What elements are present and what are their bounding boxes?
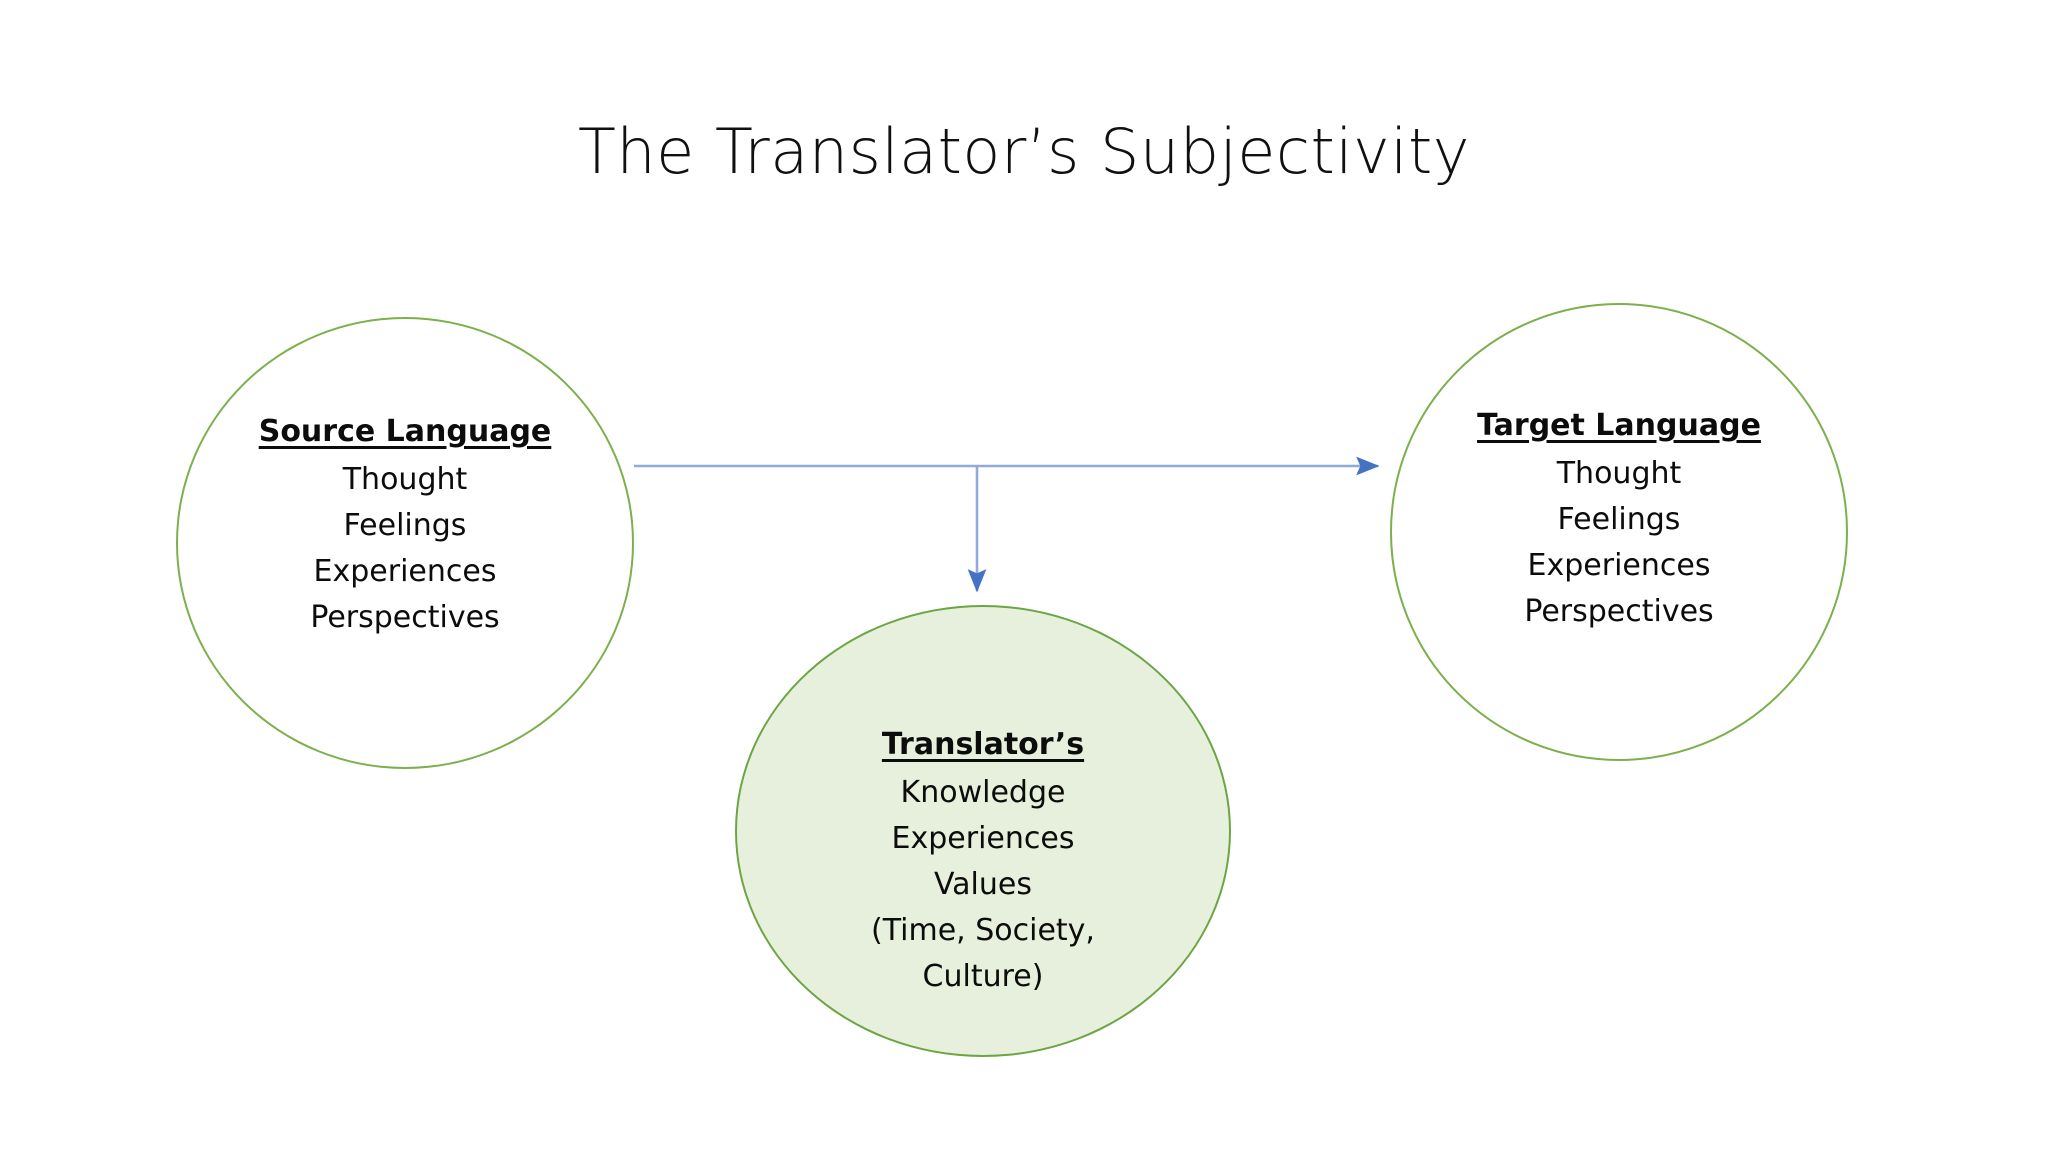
node-source-language-line-3: Experiences — [313, 554, 497, 589]
node-target-language-heading: Target Language — [1477, 408, 1761, 443]
node-translator-line-3: Values — [933, 867, 1032, 902]
node-translator: Translator’s Knowledge Experiences Value… — [735, 605, 1231, 1057]
node-source-language: Source Language Thought Feelings Experie… — [176, 317, 634, 769]
page-title: The Translator’s Subjectivity — [578, 115, 1470, 188]
node-source-language-line-2: Feelings — [343, 508, 467, 543]
node-source-language-text: Source Language Thought Feelings Experie… — [178, 409, 632, 641]
node-translator-heading: Translator’s — [881, 727, 1085, 762]
node-target-language-text: Target Language Thought Feelings Experie… — [1392, 403, 1846, 635]
node-translator-text: Translator’s Knowledge Experiences Value… — [737, 722, 1229, 1000]
node-target-language-line-3: Experiences — [1527, 548, 1711, 583]
node-target-language: Target Language Thought Feelings Experie… — [1390, 303, 1848, 761]
node-translator-line-1: Knowledge — [900, 775, 1066, 810]
node-target-language-line-1: Thought — [1556, 456, 1682, 491]
node-target-language-line-4: Perspectives — [1524, 594, 1714, 629]
node-source-language-line-4: Perspectives — [310, 600, 500, 635]
node-target-language-line-2: Feelings — [1557, 502, 1681, 537]
node-translator-line-4: (Time, Society, — [871, 913, 1095, 948]
node-translator-line-5: Culture) — [922, 959, 1044, 994]
node-source-language-heading: Source Language — [258, 414, 552, 449]
node-source-language-line-1: Thought — [342, 462, 468, 497]
node-translator-line-2: Experiences — [891, 821, 1075, 856]
